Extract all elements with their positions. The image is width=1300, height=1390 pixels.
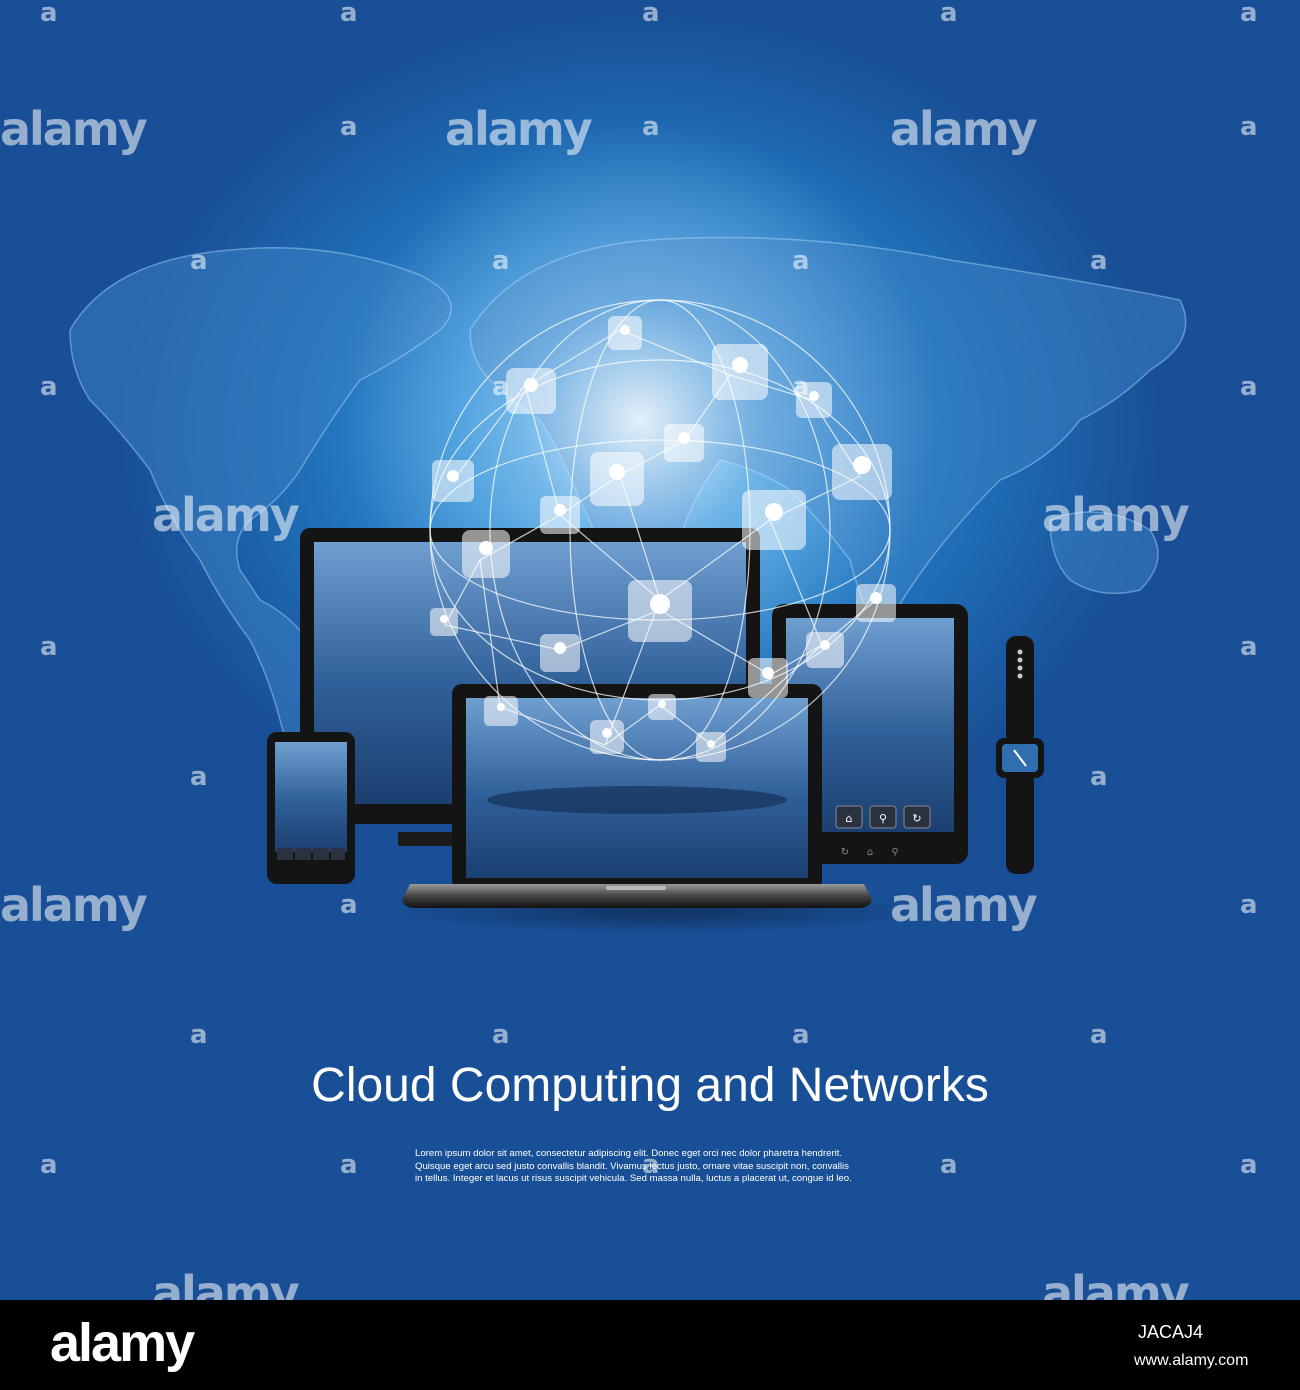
phone-illustration [267,732,355,884]
watermark-letter: a [40,632,58,662]
watermark-letter: a [340,0,358,28]
watermark-letter: a [340,890,358,920]
watermark: alamy [890,102,1038,156]
svg-text:⚲: ⚲ [879,812,887,825]
watermark: alamy [152,1266,300,1300]
watermark-letter: a [1240,0,1258,28]
watermark-letter: a [40,372,58,402]
svg-text:⌂: ⌂ [867,847,873,858]
watermark-letter: a [190,246,208,276]
watermark-letter: a [1090,1020,1108,1050]
watermark-letter: a [340,112,358,142]
watermark: alamy [0,102,148,156]
watermark: alamy [152,488,300,542]
watermark-letter: a [940,1150,958,1180]
svg-text:⚲: ⚲ [891,847,898,858]
watermark-letter: a [340,1150,358,1180]
body-line: Quisque eget arcu sed justo convallis bl… [415,1160,849,1172]
watermark-letter: a [492,246,510,276]
watermark: alamy [1042,1266,1190,1300]
person-icon-glyphs [440,325,882,748]
svg-text:↻: ↻ [912,812,921,825]
footer-bar [0,1300,1300,1390]
watermark: alamy [0,878,148,932]
watermark-letter: a [792,372,810,402]
illustration: ⌂ ⚲ ↻ ↻ ⌂ ⚲ [69,120,1187,934]
watermark-letter: a [642,0,660,28]
watermark-letter: a [1240,890,1258,920]
watermark-letter: a [642,1150,660,1180]
watermark-letter: a [1240,632,1258,662]
watermark-letter: a [1240,112,1258,142]
watermark: alamy [445,102,593,156]
watermark-letter: a [40,0,58,28]
headline: Cloud Computing and Networks [311,1059,989,1112]
watermark-letter: a [40,1150,58,1180]
watermark-letter: a [1240,372,1258,402]
watermark-letter: a [190,762,208,792]
body-line: in tellus. Integer et lacus ut risus sus… [415,1173,852,1184]
body-line: Lorem ipsum dolor sit amet, consectetur … [415,1148,843,1159]
watermark-letter: a [492,372,510,402]
watermark-letter: a [492,1020,510,1050]
watermark-letter: a [792,1020,810,1050]
watermark-letter: a [940,0,958,28]
image-id: JACAJ4 [1138,1322,1204,1342]
footer-logo: alamy [50,1313,195,1373]
stock-image: ⌂ ⚲ ↻ ↻ ⌂ ⚲ [0,0,1300,1300]
watermark-letter: a [642,112,660,142]
watermark-letter: a [1090,246,1108,276]
body-text: Lorem ipsum dolor sit amet, consectetur … [415,1148,895,1186]
watermark: alamy [1042,488,1190,542]
svg-text:↻: ↻ [841,847,849,858]
watermark-letter: a [190,1020,208,1050]
svg-text:⌂: ⌂ [846,812,853,825]
watermark-letter: a [1090,762,1108,792]
watermark: alamy [890,878,1038,932]
watermark-letter: a [792,246,810,276]
smartwatch-illustration [996,636,1044,874]
watermark-letter: a [1240,1150,1258,1180]
footer-url: www.alamy.com [1134,1352,1249,1369]
laptop-illustration [390,684,930,934]
